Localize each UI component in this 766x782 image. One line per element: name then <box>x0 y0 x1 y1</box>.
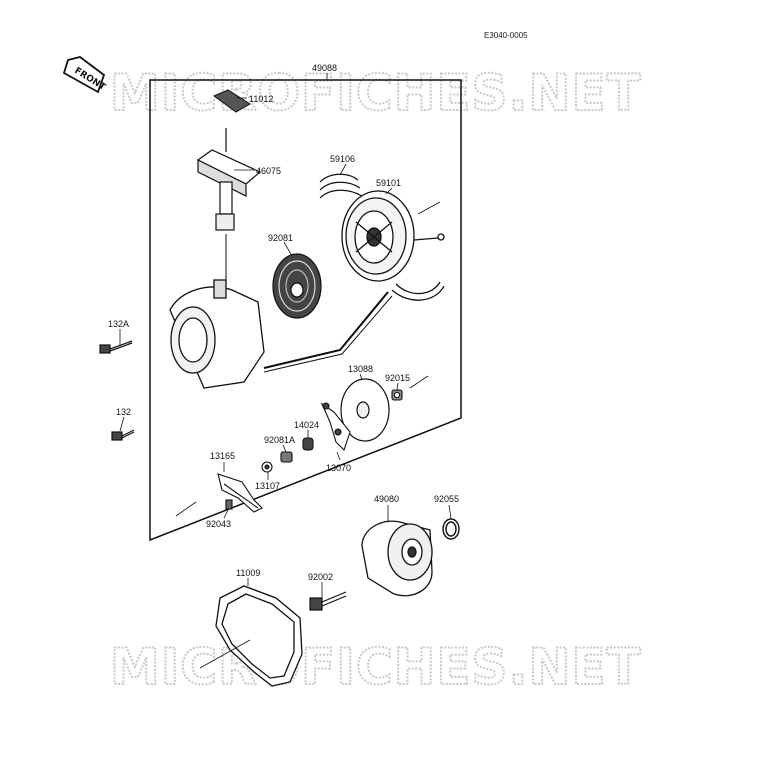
reel-part <box>341 190 445 301</box>
part-label: 92043 <box>206 519 231 529</box>
part-label: 132 <box>116 407 131 417</box>
ratchet-part <box>320 402 351 452</box>
part-label: 132A <box>108 319 129 329</box>
guide-part <box>319 173 363 199</box>
reference-code: E3040-0005 <box>484 31 528 40</box>
collar-part <box>302 437 314 451</box>
part-label: 59106 <box>330 154 355 164</box>
part-label: 92081A <box>264 435 295 445</box>
spiral-spring-part <box>272 253 322 319</box>
part-label: 13165 <box>210 451 235 461</box>
part-label: 92002 <box>308 572 333 582</box>
part-label: 13088 <box>348 364 373 374</box>
gasket-part <box>199 585 303 687</box>
direction-marks <box>175 201 441 517</box>
watermark-top: MICROFICHES.NET <box>110 64 642 122</box>
bolt-132a-part <box>99 340 133 354</box>
grip-cap-part <box>212 89 251 113</box>
part-label: 49080 <box>374 494 399 504</box>
part-label: 13070 <box>326 463 351 473</box>
part-label: 92055 <box>434 494 459 504</box>
part-labels: 49088 11012 46075 59106 59101 92081 132A… <box>108 63 459 582</box>
part-label: 46075 <box>256 166 281 176</box>
pulley-part <box>361 520 433 597</box>
part-label: 11009 <box>236 568 260 578</box>
plate-part <box>340 378 390 442</box>
stopper-part <box>217 473 263 513</box>
part-label: 59101 <box>376 178 401 188</box>
part-label: 92015 <box>385 373 410 383</box>
bolt-132-part <box>111 429 135 441</box>
nut-part <box>391 389 403 401</box>
watermark-bottom: MICROFICHES.NET <box>110 638 642 696</box>
part-label: 92081 <box>268 233 293 243</box>
handle-part <box>196 128 262 231</box>
spring-a-part <box>280 451 293 463</box>
washer-part <box>261 461 273 473</box>
part-label: 13107 <box>255 481 280 491</box>
starter-case-part <box>169 234 393 389</box>
part-label: 14024 <box>294 420 319 430</box>
flange-bolt-part <box>309 591 347 611</box>
ring-part <box>442 518 460 540</box>
part-label: 11012 <box>249 94 273 104</box>
assembly-frame <box>149 79 462 542</box>
part-label: 49088 <box>312 63 337 73</box>
leader-lines <box>119 73 452 598</box>
pin-part <box>225 499 233 510</box>
front-arrow: FRONT <box>62 56 108 94</box>
